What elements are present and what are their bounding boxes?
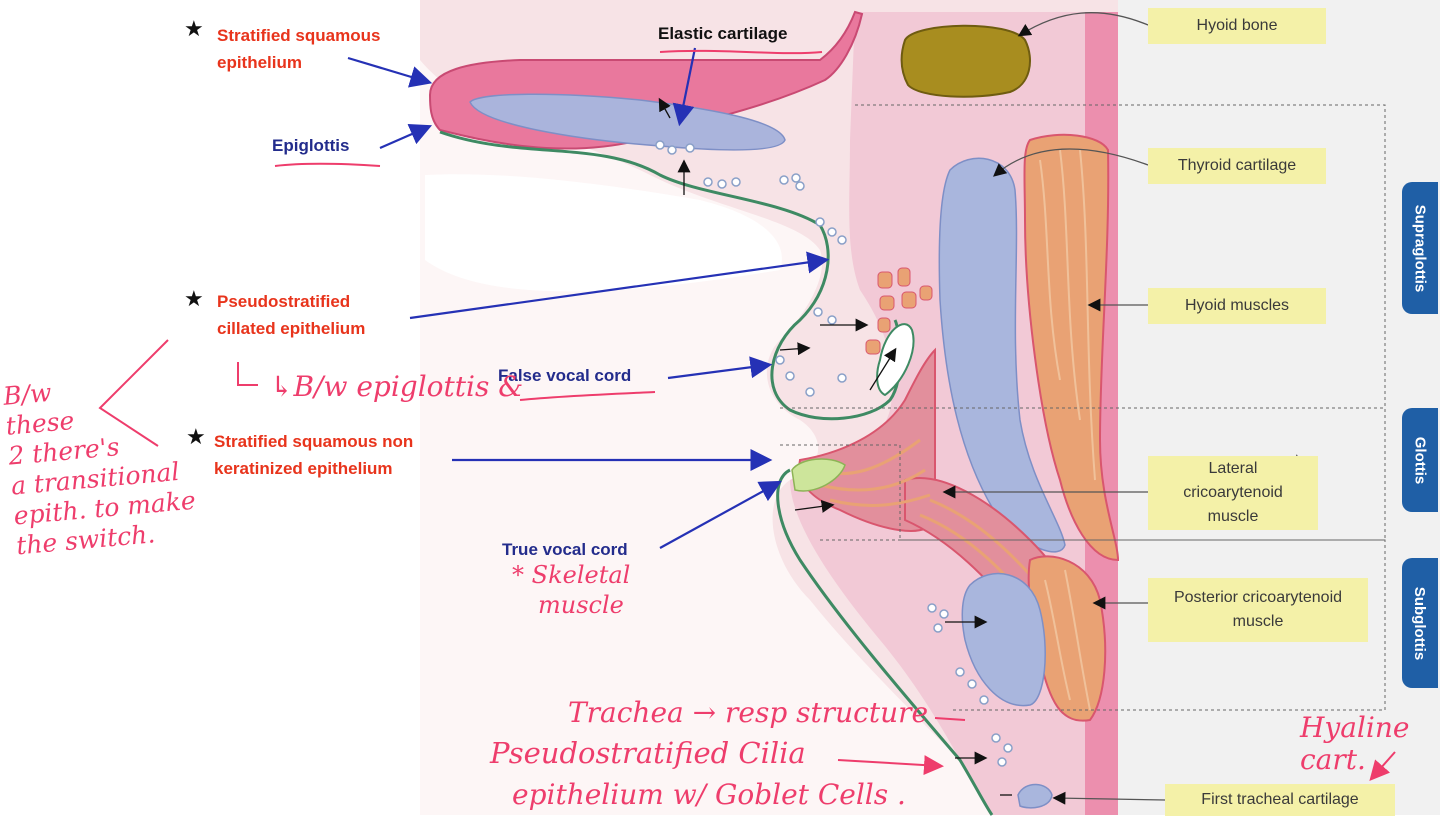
lateral-cricoarytenoid-callout: Lateral cricoarytenoid muscle (1148, 456, 1318, 530)
hyoid-bone-shape (900, 24, 1031, 98)
star-icon: ★ (186, 424, 206, 449)
true-vocal-cord-label: True vocal cord (502, 540, 628, 559)
epiglottis-label: Epiglottis (272, 136, 350, 155)
lateral-crico-line2: cricoarytenoid (1183, 484, 1283, 501)
lateral-crico-line1: Lateral (1208, 460, 1258, 477)
note-transitional-epithelium: B/w these 2 there's a transitional epith… (2, 366, 199, 561)
blue-pointer-arrows (347, 47, 830, 549)
elastic-cartilage-label: Elastic cartilage (658, 24, 788, 43)
note-goblet-cells: epithelium w/ Goblet Cells . (512, 778, 906, 811)
note-hyaline-line1: Hyaline (1300, 711, 1410, 744)
stratified-squamous-line1: Stratified squamous (217, 26, 381, 45)
handwriting-marks (98, 49, 1396, 781)
lower-epithelium-line (776, 468, 994, 816)
stratified-squamous-label: Stratified squamous epithelium (217, 22, 380, 76)
note-skeletal-muscle: * Skeletal muscle (512, 560, 630, 620)
note-pseudostratified-cilia: Pseudostratified Cilia (490, 736, 806, 770)
note-trachea: Trachea → resp structure (568, 696, 929, 729)
thyroid-cartilage-shape (938, 157, 1066, 553)
note-between-epiglottis: ↳B/w epiglottis & (270, 370, 524, 403)
note-hyaline-cartilage: Hyaline cart. (1300, 712, 1409, 776)
subglottis-tab: Subglottis (1402, 558, 1438, 688)
mucosa-epithelium-line (439, 130, 902, 421)
star-icon: ★ (184, 286, 204, 311)
thyroid-cartilage-callout: Thyroid cartilage (1148, 148, 1326, 184)
cricoid-cartilage-shape (961, 572, 1046, 707)
seromucous-glands (655, 140, 1013, 767)
stratified-nonkeratinized-label: Stratified squamous non keratinized epit… (214, 428, 413, 482)
first-tracheal-cartilage-shape (1017, 783, 1053, 809)
pseudostratified-line2: cillated epithelium (217, 319, 366, 338)
note-hyaline-line2: cart. (1300, 743, 1366, 776)
pseudostratified-label: Pseudostratified cillated epithelium (217, 288, 365, 342)
posterior-cricoarytenoid-callout: Posterior cricoarytenoid muscle (1148, 578, 1368, 642)
note-skeletal-line2: muscle (538, 591, 624, 619)
posterior-crico-line1: Posterior cricoarytenoid (1173, 589, 1343, 606)
true-vocal-cord-ligament (791, 458, 846, 492)
stratified-squamous-line2: epithelium (217, 53, 303, 72)
subglottis-tab-label: Subglottis (1411, 586, 1429, 660)
callout-leaders (942, 12, 1166, 805)
first-tracheal-cartilage-callout: First tracheal cartilage (1165, 784, 1395, 816)
nonkeratinized-line1: Stratified squamous non (214, 432, 414, 451)
hyoid-muscles-callout: Hyoid muscles (1148, 288, 1326, 324)
glottis-tab-label: Glottis (1411, 436, 1429, 484)
posterior-crico-line2: muscle (1232, 613, 1284, 630)
supraglottis-tab: Supraglottis (1402, 182, 1438, 314)
glottis-tab: Glottis (1402, 408, 1438, 512)
posterior-crico-fibers (1044, 569, 1091, 711)
false-vocal-cord-glands (865, 267, 933, 355)
lateral-crico-line3: muscle (1207, 508, 1259, 525)
internal-arrows (658, 97, 1012, 796)
star-icon: ★ (184, 16, 204, 41)
hyoid-bone-callout: Hyoid bone (1148, 8, 1326, 44)
nonkeratinized-line2: keratinized epithelium (214, 459, 393, 478)
region-brackets (780, 104, 1386, 711)
supraglottis-tab-label: Supraglottis (1411, 204, 1429, 292)
elastic-cartilage-shape (469, 93, 786, 151)
note-skeletal-line1: * Skeletal (512, 561, 631, 589)
airway-highlight (425, 174, 782, 292)
false-vocal-cord-label: False vocal cord (498, 366, 632, 385)
pseudostratified-line1: Pseudostratified (217, 292, 351, 311)
